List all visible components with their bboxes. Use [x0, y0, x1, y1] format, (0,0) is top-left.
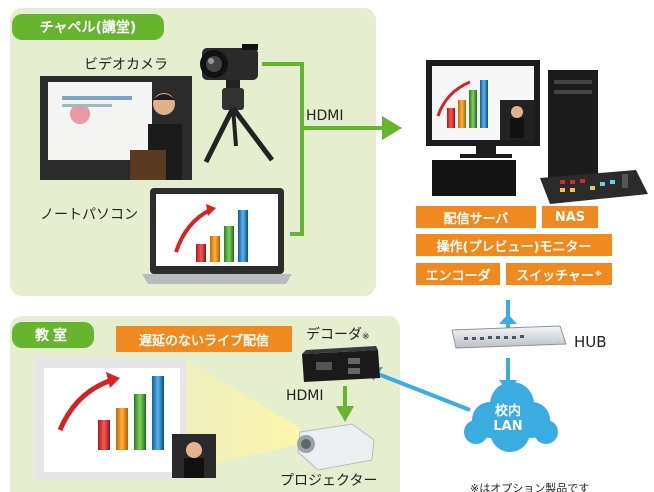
delivery-server-label: 配信サーバ: [416, 206, 536, 228]
decoder-label-text: デコーダ: [306, 327, 362, 343]
video-camera-icon: [200, 44, 274, 164]
decoder-option-mark: ※: [362, 332, 370, 342]
projector-label: プロジェクター: [280, 473, 378, 489]
laptop-label: ノートパソコン: [40, 207, 138, 223]
hdmi-arrow-head: [382, 116, 402, 140]
live-delivery-callout: 遅延のないライブ配信: [116, 326, 292, 352]
server-brand-title: MEDIA in ONE: [424, 28, 617, 56]
projector-icon: [297, 423, 375, 471]
preview-monitor-label: 操作(プレビュー)モニター: [416, 234, 612, 256]
classroom-title: 教室: [12, 322, 94, 348]
lan-label-line2: LAN: [493, 419, 523, 434]
switcher-label: スイッチャー※: [506, 263, 612, 285]
hub-arrow-head: [499, 314, 517, 324]
lan-label: 校内 LAN: [478, 404, 538, 434]
classroom-screen: [34, 358, 216, 480]
connection-lines: [262, 62, 385, 408]
encoder-label: エンコーダ: [416, 263, 500, 285]
server-brand-small: SCHOOL: [424, 16, 478, 29]
video-camera-label: ビデオカメラ: [84, 57, 168, 73]
projector-arrow-head: [336, 406, 354, 422]
nas-label: NAS: [542, 206, 598, 228]
hub-icon: [451, 325, 567, 349]
server-equipment: [426, 60, 648, 204]
option-footnote: ※はオプション製品です: [470, 482, 590, 492]
switcher-option-mark: ※: [595, 270, 602, 278]
lan-label-line1: 校内: [494, 404, 521, 419]
chapel-photo: [40, 76, 192, 180]
chapel-title: チャペル(講堂): [12, 14, 164, 40]
laptop-icon: [142, 188, 292, 284]
switcher-label-text: スイッチャー: [516, 268, 595, 284]
lan-cloud-icon: [464, 382, 558, 452]
hdmi-label-top: HDMI: [306, 108, 344, 124]
hub-label: HUB: [574, 333, 607, 351]
decoder-label: デコーダ※: [306, 324, 370, 344]
hdmi-label-bottom: HDMI: [286, 388, 324, 404]
network-lines: [377, 300, 510, 412]
decoder-icon: [302, 346, 380, 382]
